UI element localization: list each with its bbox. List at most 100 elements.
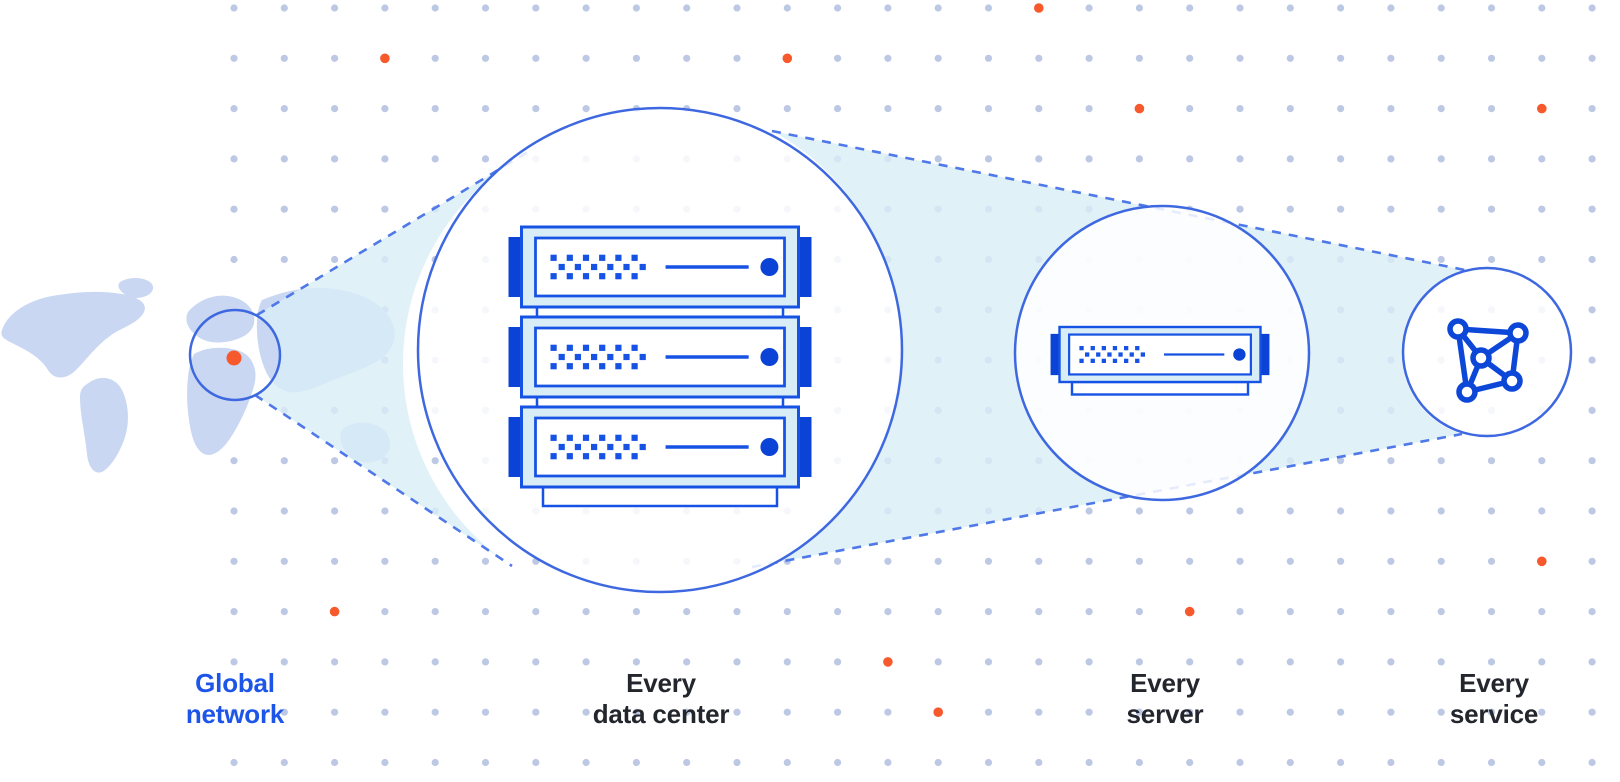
graph-node <box>1447 318 1469 340</box>
grid-dot <box>381 4 389 12</box>
grid-dot <box>1035 608 1043 616</box>
vent-dot <box>566 453 573 460</box>
grid-dot <box>1387 708 1395 716</box>
grid-dot <box>1387 758 1395 767</box>
grid-dot <box>1236 758 1244 767</box>
grid-dot <box>1337 658 1345 666</box>
grid-dot <box>1186 557 1194 565</box>
grid-dot <box>733 658 741 666</box>
grid-dot <box>934 608 942 616</box>
grid-dot <box>331 457 339 465</box>
vent-dot <box>1079 346 1084 351</box>
grid-dot <box>532 658 540 666</box>
grid-dot <box>1135 608 1143 616</box>
grid-dot <box>733 54 741 62</box>
vent-dot <box>591 443 598 451</box>
grid-dot <box>1286 557 1294 565</box>
grid-dot <box>1487 708 1496 716</box>
grid-dot <box>1437 608 1445 616</box>
grid-dot <box>1236 608 1244 616</box>
grid-dot <box>1487 507 1496 515</box>
grid-dot <box>632 4 641 12</box>
grid-dot <box>1437 658 1445 666</box>
vent-dot <box>566 434 573 441</box>
vent-dot <box>631 434 638 441</box>
vent-dot <box>607 443 614 451</box>
grid-dot <box>230 155 238 163</box>
grid-dot <box>1286 758 1294 767</box>
grid-dot <box>532 4 540 12</box>
grid-dot <box>1135 155 1143 163</box>
grid-dot <box>934 155 942 163</box>
grid-dot <box>381 557 389 565</box>
grid-dot <box>582 54 590 62</box>
zoom-guide-dashed-line <box>751 432 1463 569</box>
grid-dot <box>1588 255 1596 264</box>
grid-dot <box>1437 155 1445 163</box>
grid-dot <box>331 758 339 767</box>
vent-dot <box>582 254 590 261</box>
vent-dot <box>599 434 606 441</box>
grid-dot <box>1588 205 1596 213</box>
grid-dot <box>683 608 691 616</box>
grid-dot <box>1337 105 1345 113</box>
server-unit <box>1050 325 1270 384</box>
grid-dot <box>1538 608 1546 616</box>
vent-dot <box>550 434 557 441</box>
grid-dot <box>884 608 892 616</box>
grid-dot <box>582 4 590 12</box>
accent-dot <box>1184 606 1195 617</box>
grid-dot <box>733 4 741 12</box>
vent-dot <box>574 263 581 271</box>
grid-dot <box>280 758 288 767</box>
grid-dot <box>582 608 590 616</box>
grid-dot <box>783 758 791 767</box>
stage-label-every-data-center: Every data center <box>531 668 791 730</box>
grid-dot <box>230 205 238 213</box>
grid-dot <box>632 758 641 767</box>
grid-dot <box>834 708 842 716</box>
continent-shape <box>187 347 256 455</box>
grid-dot <box>582 658 590 666</box>
grid-dot <box>1236 205 1244 213</box>
vent-dot <box>1107 352 1112 357</box>
grid-dot <box>1236 708 1244 716</box>
grid-dot <box>1538 658 1546 666</box>
grid-dot <box>1337 4 1345 12</box>
grid-dot <box>1135 708 1143 716</box>
grid-dot <box>230 255 238 264</box>
grid-dot <box>1286 105 1294 113</box>
vent-dot <box>623 353 630 361</box>
grid-dot <box>331 557 339 565</box>
vent-dot <box>615 453 622 460</box>
grid-dot <box>733 608 741 616</box>
vent-dot <box>582 344 590 351</box>
grid-dot <box>834 658 842 666</box>
zoom-beam-left <box>255 152 528 566</box>
grid-dot <box>230 608 238 616</box>
grid-dot <box>1035 155 1043 163</box>
grid-dot <box>230 457 238 465</box>
vent-dot <box>631 273 638 280</box>
power-led <box>760 438 779 456</box>
grid-dot <box>1588 507 1596 515</box>
grid-dot <box>1538 155 1546 163</box>
grid-dot <box>532 758 540 767</box>
grid-dot <box>1588 457 1596 465</box>
grid-dot <box>280 255 288 264</box>
vent-dot <box>607 353 614 361</box>
label-line: Every <box>1130 668 1200 698</box>
accent-dot <box>933 707 943 717</box>
vent-dot <box>582 273 590 280</box>
grid-dot <box>1588 406 1596 414</box>
grid-dot <box>331 507 339 515</box>
grid-dot <box>381 658 389 666</box>
grid-dot <box>1337 708 1345 716</box>
grid-dot <box>230 708 238 716</box>
grid-dot <box>1286 4 1294 12</box>
vent-dot <box>599 363 606 370</box>
grid-dot <box>1588 658 1596 666</box>
grid-dot <box>934 105 942 113</box>
grid-dot <box>1588 306 1596 314</box>
grid-dot <box>230 758 238 767</box>
